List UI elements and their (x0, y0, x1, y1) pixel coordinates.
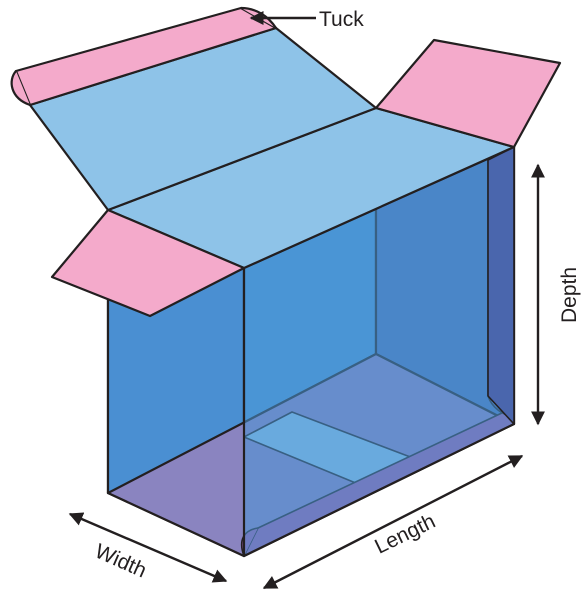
depth-label: Depth (558, 267, 581, 323)
width-arrow (68, 512, 228, 583)
length-arrow (262, 454, 524, 590)
tuck-flap-curl (10, 70, 31, 107)
width-label: Width (91, 540, 149, 583)
tuck-label: Tuck (319, 8, 364, 31)
left-dust-flap (50, 208, 246, 318)
front-end-panel (487, 146, 515, 425)
right-dust-flap (374, 38, 562, 149)
